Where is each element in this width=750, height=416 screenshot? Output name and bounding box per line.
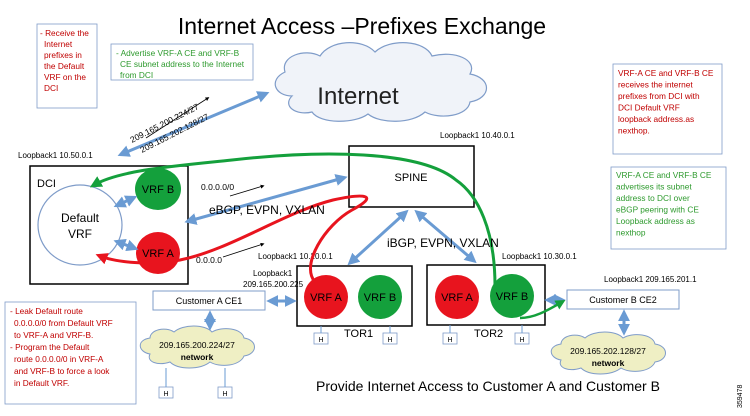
network-cloud-b: 209.165.202.128/27 network (550, 331, 666, 375)
default-route-label-upper: 0.0.0.0/0 (201, 182, 234, 192)
host-tor2-1: H (447, 337, 452, 344)
host-tor2-2: H (519, 337, 524, 344)
svg-text:- Leak Default route 0.0: - Leak Default route 0.0.0.0/0 from Defa… (10, 306, 115, 388)
svg-text:Customer B CE2: Customer B CE2 (589, 295, 657, 305)
note-top-right: VRF-A CE and VRF-B CE receives the inter… (612, 63, 723, 155)
host-net-a-1: H (163, 391, 168, 398)
customer-b-ce2: Customer B CE2 Loopback1 209.165.201.1 (566, 275, 697, 310)
svg-text:Customer A CE1: Customer A CE1 (176, 296, 243, 306)
default-route-upper-arrow (229, 184, 265, 197)
host-net-a-2: H (222, 391, 227, 398)
figure-id: 359478 (737, 385, 744, 408)
green-route-to-ce2 (519, 300, 566, 320)
host-tor1-2: H (387, 337, 392, 344)
dci-vrf-a-label: VRF A (142, 248, 174, 260)
dci-loopback: Loopback1 10.50.0.1 (18, 151, 93, 160)
tor2-loopback: Loopback1 10.30.0.1 (502, 252, 577, 261)
svg-text:VRF-A CE and VRF-B CE ad: VRF-A CE and VRF-B CE advertises its sub… (616, 170, 714, 238)
svg-text:- Receive the Internet: - Receive the Internet prefixes in the D… (40, 28, 91, 93)
note-top-middle: - Advertise VRF-A CE and VRF-B CE subnet… (110, 43, 254, 81)
tor2-vrf-a-label: VRF A (441, 292, 473, 304)
svg-text:network: network (181, 352, 214, 362)
tor1-loopback-2: 209.165.200.225 (243, 280, 304, 289)
tor2-vrf-b-label: VRF B (496, 291, 528, 303)
svg-text:VRF: VRF (68, 227, 92, 241)
dci-label: DCI (37, 178, 56, 190)
spine-switch: SPINE Loopback1 10.40.0.1 (348, 131, 515, 208)
green-route-path (89, 152, 497, 287)
ebgp-label: eBGP, EVPN, VXLAN (209, 203, 325, 217)
dci-vrf-b-label: VRF B (142, 184, 174, 196)
default-route-label-lower: 0.0.0.0 (196, 255, 222, 265)
tor1-switch: VRF A VRF B TOR1 Loopback1 209.165.200.2… (243, 252, 413, 340)
default-vrf-label: Default (61, 211, 100, 225)
title: Internet Access –Prefixes Exchange (178, 13, 546, 39)
tor1-vrf-b-label: VRF B (364, 292, 396, 304)
caption: Provide Internet Access to Customer A an… (316, 378, 660, 394)
customer-a-ce1: Customer A CE1 (152, 290, 266, 311)
customer-b-loopback: Loopback1 209.165.201.1 (604, 275, 697, 284)
dci-router: DCI Loopback1 10.50.0.1 Default VRF VRF … (18, 151, 189, 285)
internet-cloud: Internet (274, 42, 487, 122)
internet-label: Internet (317, 83, 399, 110)
host-tor1-1: H (318, 337, 323, 344)
svg-text:- Advertise VRF-A CE and VRF-: - Advertise VRF-A CE and VRF-B CE subnet… (116, 48, 246, 80)
default-vrf-circle (37, 184, 123, 266)
svg-text:209.165.202.128/27: 209.165.202.128/27 (570, 346, 646, 356)
dci-vrf-b-circle (135, 168, 181, 210)
tor1-label: TOR1 (344, 328, 373, 340)
spine-loopback: Loopback1 10.40.0.1 (440, 131, 515, 140)
tor1-loopback-1: Loopback1 (253, 269, 293, 278)
prefix-arrow (145, 97, 210, 139)
blue-links (113, 91, 630, 336)
spine-label: SPINE (394, 172, 427, 184)
default-route-lower-arrow (222, 242, 265, 258)
tor1-vrf-a-label: VRF A (310, 292, 342, 304)
svg-text:209.165.200.224/27: 209.165.200.224/27 (159, 340, 235, 350)
ibgp-label: iBGP, EVPN, VXLAN (387, 236, 499, 250)
red-route-path (95, 194, 369, 283)
network-cloud-a: 209.165.200.224/27 network (139, 325, 255, 369)
tor1-loopback-bottom: Loopback1 10.20.0.1 (258, 252, 333, 261)
tor2-label: TOR2 (474, 328, 503, 340)
tor2-switch: VRF A VRF B TOR2 Loopback1 10.30.0.1 (426, 252, 577, 340)
note-middle-right: VRF-A CE and VRF-B CE advertises its sub… (610, 166, 727, 250)
host-links (165, 325, 523, 387)
note-bottom-left: - Leak Default route 0.0.0.0/0 from Defa… (4, 301, 137, 405)
svg-text:VRF-A CE and VRF-B CE re: VRF-A CE and VRF-B CE receives the inter… (618, 68, 716, 136)
svg-text:network: network (592, 358, 625, 368)
note-top-left: - Receive the Internet prefixes in the D… (36, 23, 98, 109)
